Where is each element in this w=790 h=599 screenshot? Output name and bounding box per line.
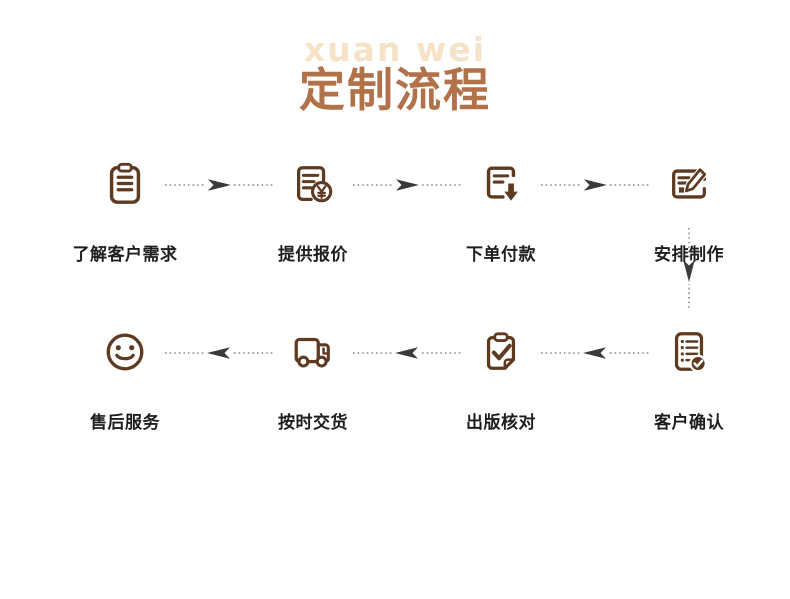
step-after-sales: 售后服务 (45, 328, 205, 433)
edit-document-icon (609, 160, 769, 208)
flow-arrow-left-icon (165, 346, 273, 360)
flow-arrow-left-icon (541, 346, 649, 360)
step-label: 出版核对 (466, 413, 536, 433)
step-label: 下单付款 (466, 245, 536, 265)
flow-arrow-right-icon (353, 178, 461, 192)
price-document-icon (233, 160, 393, 208)
proof-check-icon (421, 328, 581, 376)
flow-arrow-down-icon (682, 228, 696, 310)
step-label: 客户确认 (654, 413, 724, 433)
step-label: 提供报价 (278, 245, 348, 265)
step-label: 安排制作 (654, 245, 724, 265)
confirm-list-icon (609, 328, 769, 376)
step-customer-confirm: 客户确认 (609, 328, 769, 433)
flow-arrow-right-icon (541, 178, 649, 192)
step-provide-quote: 提供报价 (233, 160, 393, 265)
step-label: 售后服务 (90, 413, 160, 433)
delivery-truck-icon (233, 328, 393, 376)
step-understand-needs: 了解客户需求 (45, 160, 205, 265)
step-label: 了解客户需求 (72, 245, 178, 265)
step-order-pay: 下单付款 (421, 160, 581, 265)
order-download-icon (421, 160, 581, 208)
flow-arrow-right-icon (165, 178, 273, 192)
smiley-icon (45, 328, 205, 376)
step-deliver-on-time: 按时交货 (233, 328, 393, 433)
step-proof-check: 出版核对 (421, 328, 581, 433)
step-arrange-production: 安排制作 (609, 160, 769, 265)
page-title: 定制流程 (299, 63, 491, 117)
brand-watermark: xuan wei (303, 30, 487, 69)
clipboard-icon (45, 160, 205, 208)
step-label: 按时交货 (278, 413, 348, 433)
flow-arrow-left-icon (353, 346, 461, 360)
